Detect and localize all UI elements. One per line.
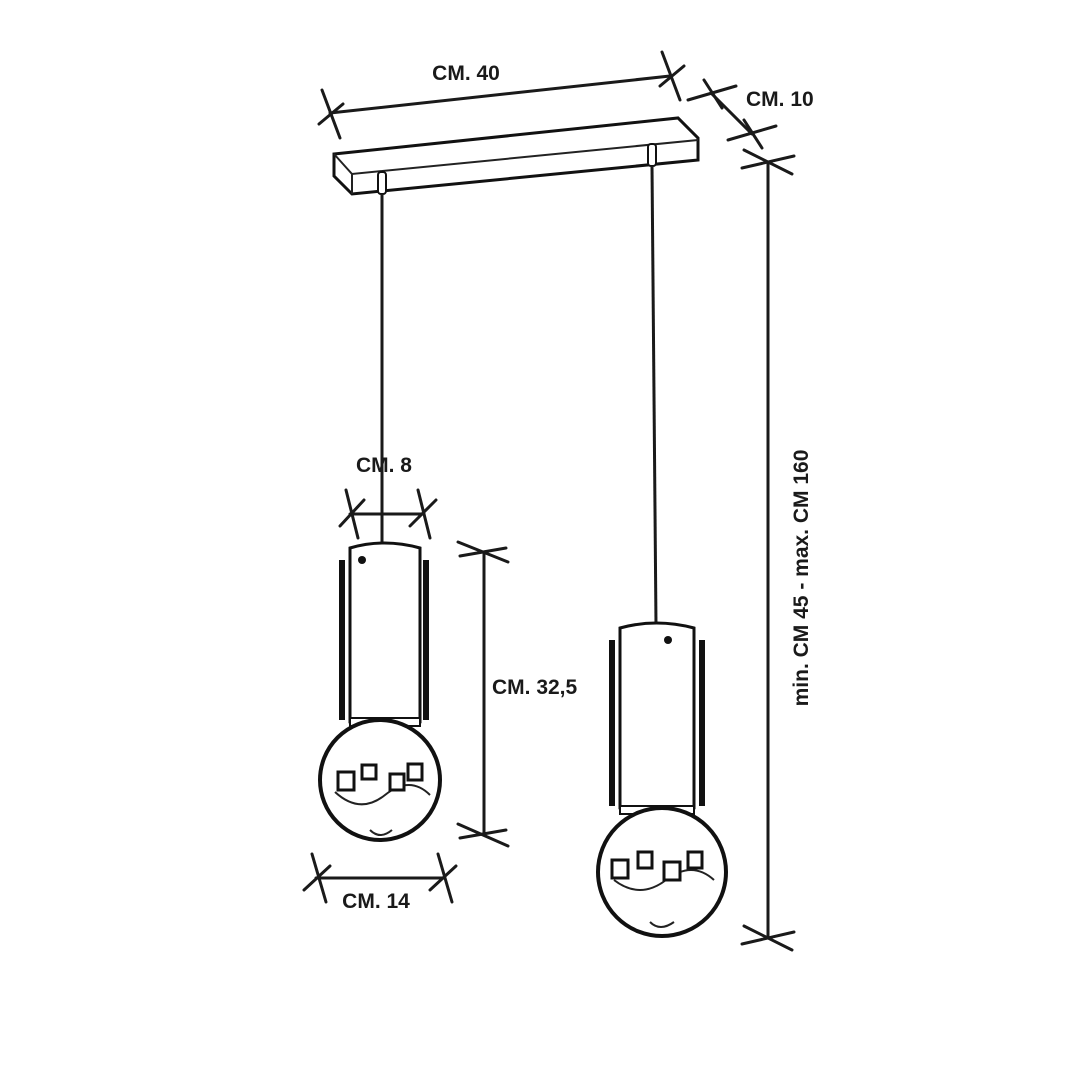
dimension-shade-width: CM. 8 [338,454,438,540]
canopy-width-label: CM. 40 [432,62,500,85]
dimension-canopy-depth: CM. 10 [686,78,814,150]
dimension-total-height: min. CM 45 - max. CM 160 [740,148,813,952]
right-pendant-lamp [596,621,728,938]
dimension-canopy-width: CM. 40 [317,50,686,140]
right-pendant-cord [650,165,658,626]
ceiling-canopy [332,116,700,196]
total-height-label: min. CM 45 - max. CM 160 [790,450,813,707]
bulb-width-label: CM. 14 [342,890,410,913]
dimension-lamp-height: CM. 32,5 [456,540,578,848]
lamp-height-label: CM. 32,5 [492,676,578,699]
shade-width-label: CM. 8 [356,454,412,477]
left-pendant-lamp [318,541,442,842]
canopy-depth-label: CM. 10 [746,88,814,111]
dimension-bulb-width: CM. 14 [302,852,458,913]
